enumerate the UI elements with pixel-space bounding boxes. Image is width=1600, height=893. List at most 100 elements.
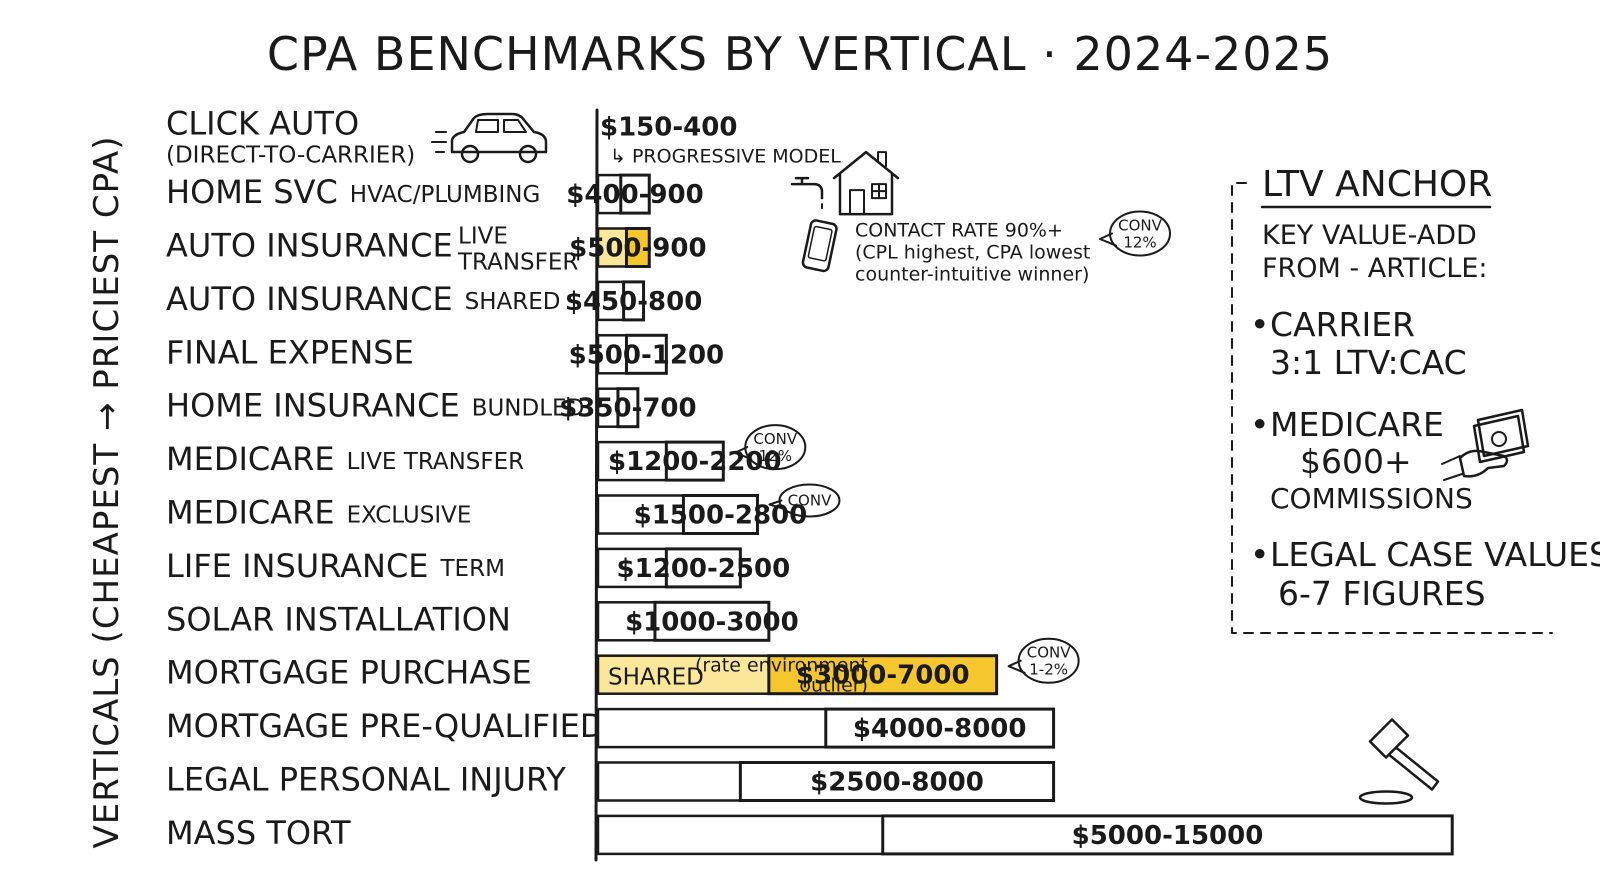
live-transfer-note: CONTACT RATE 90%+: [855, 220, 1063, 242]
bar-lead: [596, 654, 771, 695]
category-sublabel: HVAC/PLUMBING: [350, 182, 541, 208]
bar-range: [881, 814, 1454, 856]
ltv-panel-border: [1231, 182, 1553, 634]
category-sublabel: TRANSFER: [457, 250, 578, 276]
bar-lead: [596, 814, 884, 856]
chart-title: CPA BENCHMARKS BY VERTICAL · 2024-2025: [267, 27, 1333, 81]
ltv-heading: LTV ANCHOR: [1262, 164, 1492, 205]
y-axis-label: VERTICALS (CHEAPEST → PRICIEST CPA): [87, 136, 127, 849]
bar-value-label: $3000-7000: [796, 661, 970, 691]
bar-value-label: $1200-2500: [617, 554, 791, 584]
category-label: HOME INSURANCE: [166, 387, 460, 425]
bar-value-label: $4000-8000: [853, 714, 1027, 744]
car-body: [450, 112, 548, 154]
faucet-icon: [790, 176, 824, 210]
bar-row: MORTGAGE PRE-QUALIFIED $4000-8000: [166, 707, 1056, 749]
category-sublabel: LIVE TRANSFER: [347, 449, 525, 475]
category-label: MEDICARE: [166, 494, 335, 532]
conv-bubble-outline: [778, 483, 841, 518]
car-icon: [431, 112, 548, 164]
bar-row: SOLAR INSTALLATION$1000-3000: [166, 600, 799, 642]
cash-hand-icon: [1441, 408, 1530, 481]
ltv-bullet-medicare-line-2: $600+: [1300, 442, 1412, 481]
bar-value-label: $1500-2800: [634, 501, 808, 531]
bar-lead: [596, 227, 628, 268]
bar-range: [664, 440, 725, 482]
bar-row: FINAL EXPENSE$500-1200: [166, 333, 724, 375]
bar-range: [681, 494, 759, 535]
ltv-bullet-carrier-line-2: 3:1 LTV:CAC: [1270, 343, 1467, 382]
bar-range: [624, 227, 651, 268]
bar-range: [624, 333, 668, 375]
house-icon: [832, 150, 900, 216]
conv-bubble-text: 12%: [759, 447, 792, 465]
bar-range: [616, 387, 640, 429]
conv-bubble-text: 1-2%: [1029, 661, 1068, 679]
car-wheel: [518, 144, 538, 164]
category-label: MORTGAGE PURCHASE: [166, 654, 532, 692]
conv-bubble-outline: [744, 424, 807, 471]
conv-bubble: CONV: [768, 483, 841, 518]
category-sublabel: SHARED: [465, 289, 561, 315]
bar-row: LIFE INSURANCE TERM $1200-2500: [166, 547, 791, 589]
phone-icon: [801, 219, 838, 273]
ltv-subheading-line-1: KEY VALUE-ADD: [1262, 220, 1477, 251]
conv-bubble-text: CONV: [1118, 217, 1163, 235]
bar-range: [824, 707, 1056, 749]
faucet-pipe: [790, 176, 824, 200]
bar-inline-label: SHARED: [608, 665, 704, 691]
category-label: CLICK AUTO: [166, 105, 359, 143]
bar-value-label: $5000-15000: [1072, 821, 1264, 851]
conv-bubble-text: CONV: [1027, 644, 1072, 662]
conv-bubble-tail: [734, 446, 753, 461]
live-transfer-note: counter-intuitive winner): [855, 264, 1089, 286]
bar-lead: [596, 494, 685, 535]
ltv-subheading-line-2: FROM - ARTICLE:: [1262, 253, 1488, 284]
category-label: LIFE INSURANCE: [166, 547, 429, 585]
ltv-bullet-legal-line-1: LEGAL CASE VALUES: [1270, 535, 1600, 574]
category-sublabel: BUNDLED: [472, 396, 585, 422]
category-sublabel: TERM: [440, 556, 505, 582]
bar-inline-note: outlier): [799, 675, 868, 697]
conv-bubble-text: CONV: [788, 492, 833, 510]
ltv-bullet-dot: •: [1250, 535, 1269, 574]
bar-range: [653, 600, 771, 642]
phone-screen: [807, 225, 833, 262]
ltv-bullet-dot: •: [1250, 405, 1269, 444]
category-sublabel: (DIRECT-TO-CARRIER): [166, 143, 415, 169]
category-label: MORTGAGE PRE-QUALIFIED: [166, 707, 605, 745]
bar-value-label: $350-700: [559, 394, 696, 424]
category-label: HOME SVC: [166, 173, 338, 211]
gavel-icon: [1358, 718, 1440, 805]
bar-row: LEGAL PERSONAL INJURY$2500-8000: [166, 761, 1056, 802]
chart-rows: CLICK AUTO(DIRECT-TO-CARRIER)$150-400↳ P…: [166, 105, 1454, 856]
car-motion-lines: [431, 131, 447, 153]
house-outline: [832, 150, 900, 216]
category-label: AUTO INSURANCE: [166, 227, 453, 265]
bar-range: [622, 280, 646, 322]
ltv-bullet-dot: •: [1250, 305, 1269, 344]
bar-range: [767, 654, 999, 696]
bar-row: CLICK AUTO(DIRECT-TO-CARRIER)$150-400↳ P…: [166, 105, 841, 169]
conv-bubble-tail: [1007, 659, 1026, 674]
chart-annotations: CONTACT RATE 90%+(CPL highest, CPA lowes…: [431, 112, 1440, 805]
category-label: AUTO INSURANCE: [166, 280, 453, 318]
car-wheel: [460, 144, 480, 164]
bar-lead: [596, 280, 625, 322]
ltv-bullet-medicare-line-3: COMMISSIONS: [1270, 482, 1473, 515]
conv-bubble-outline: [1109, 210, 1171, 257]
gavel-block: [1358, 790, 1414, 805]
bar-value-label: $150-400: [600, 113, 737, 143]
ltv-anchor-panel: LTV ANCHOR KEY VALUE-ADD FROM - ARTICLE:…: [1231, 164, 1600, 634]
bar-row: HOME INSURANCE BUNDLED$350-700: [166, 387, 697, 429]
category-label: FINAL EXPENSE: [166, 333, 414, 371]
category-label: SOLAR INSTALLATION: [166, 600, 511, 638]
